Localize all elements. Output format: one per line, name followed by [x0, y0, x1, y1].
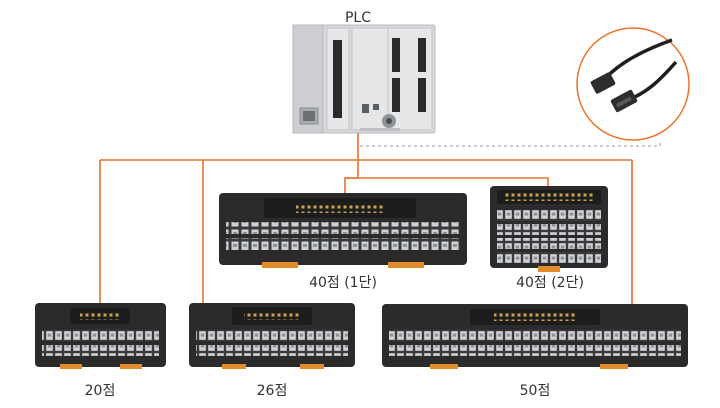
terminal-block-40-double — [490, 186, 608, 272]
terminal-block-50 — [382, 304, 688, 369]
label-20: 20점 — [85, 383, 116, 399]
plc-unit — [292, 24, 436, 134]
plc-label: PLC — [345, 10, 371, 26]
connector-cable-icon — [576, 27, 690, 141]
label-26: 26점 — [257, 383, 288, 399]
terminal-block-40-single — [219, 193, 467, 268]
dashed-link-line — [360, 140, 661, 147]
terminal-block-20 — [35, 303, 166, 369]
label-40-double: 40점 (2단) — [516, 275, 584, 291]
label-50: 50점 — [520, 383, 551, 399]
terminal-block-26 — [189, 303, 355, 369]
label-40-single: 40점 (1단) — [309, 275, 377, 291]
